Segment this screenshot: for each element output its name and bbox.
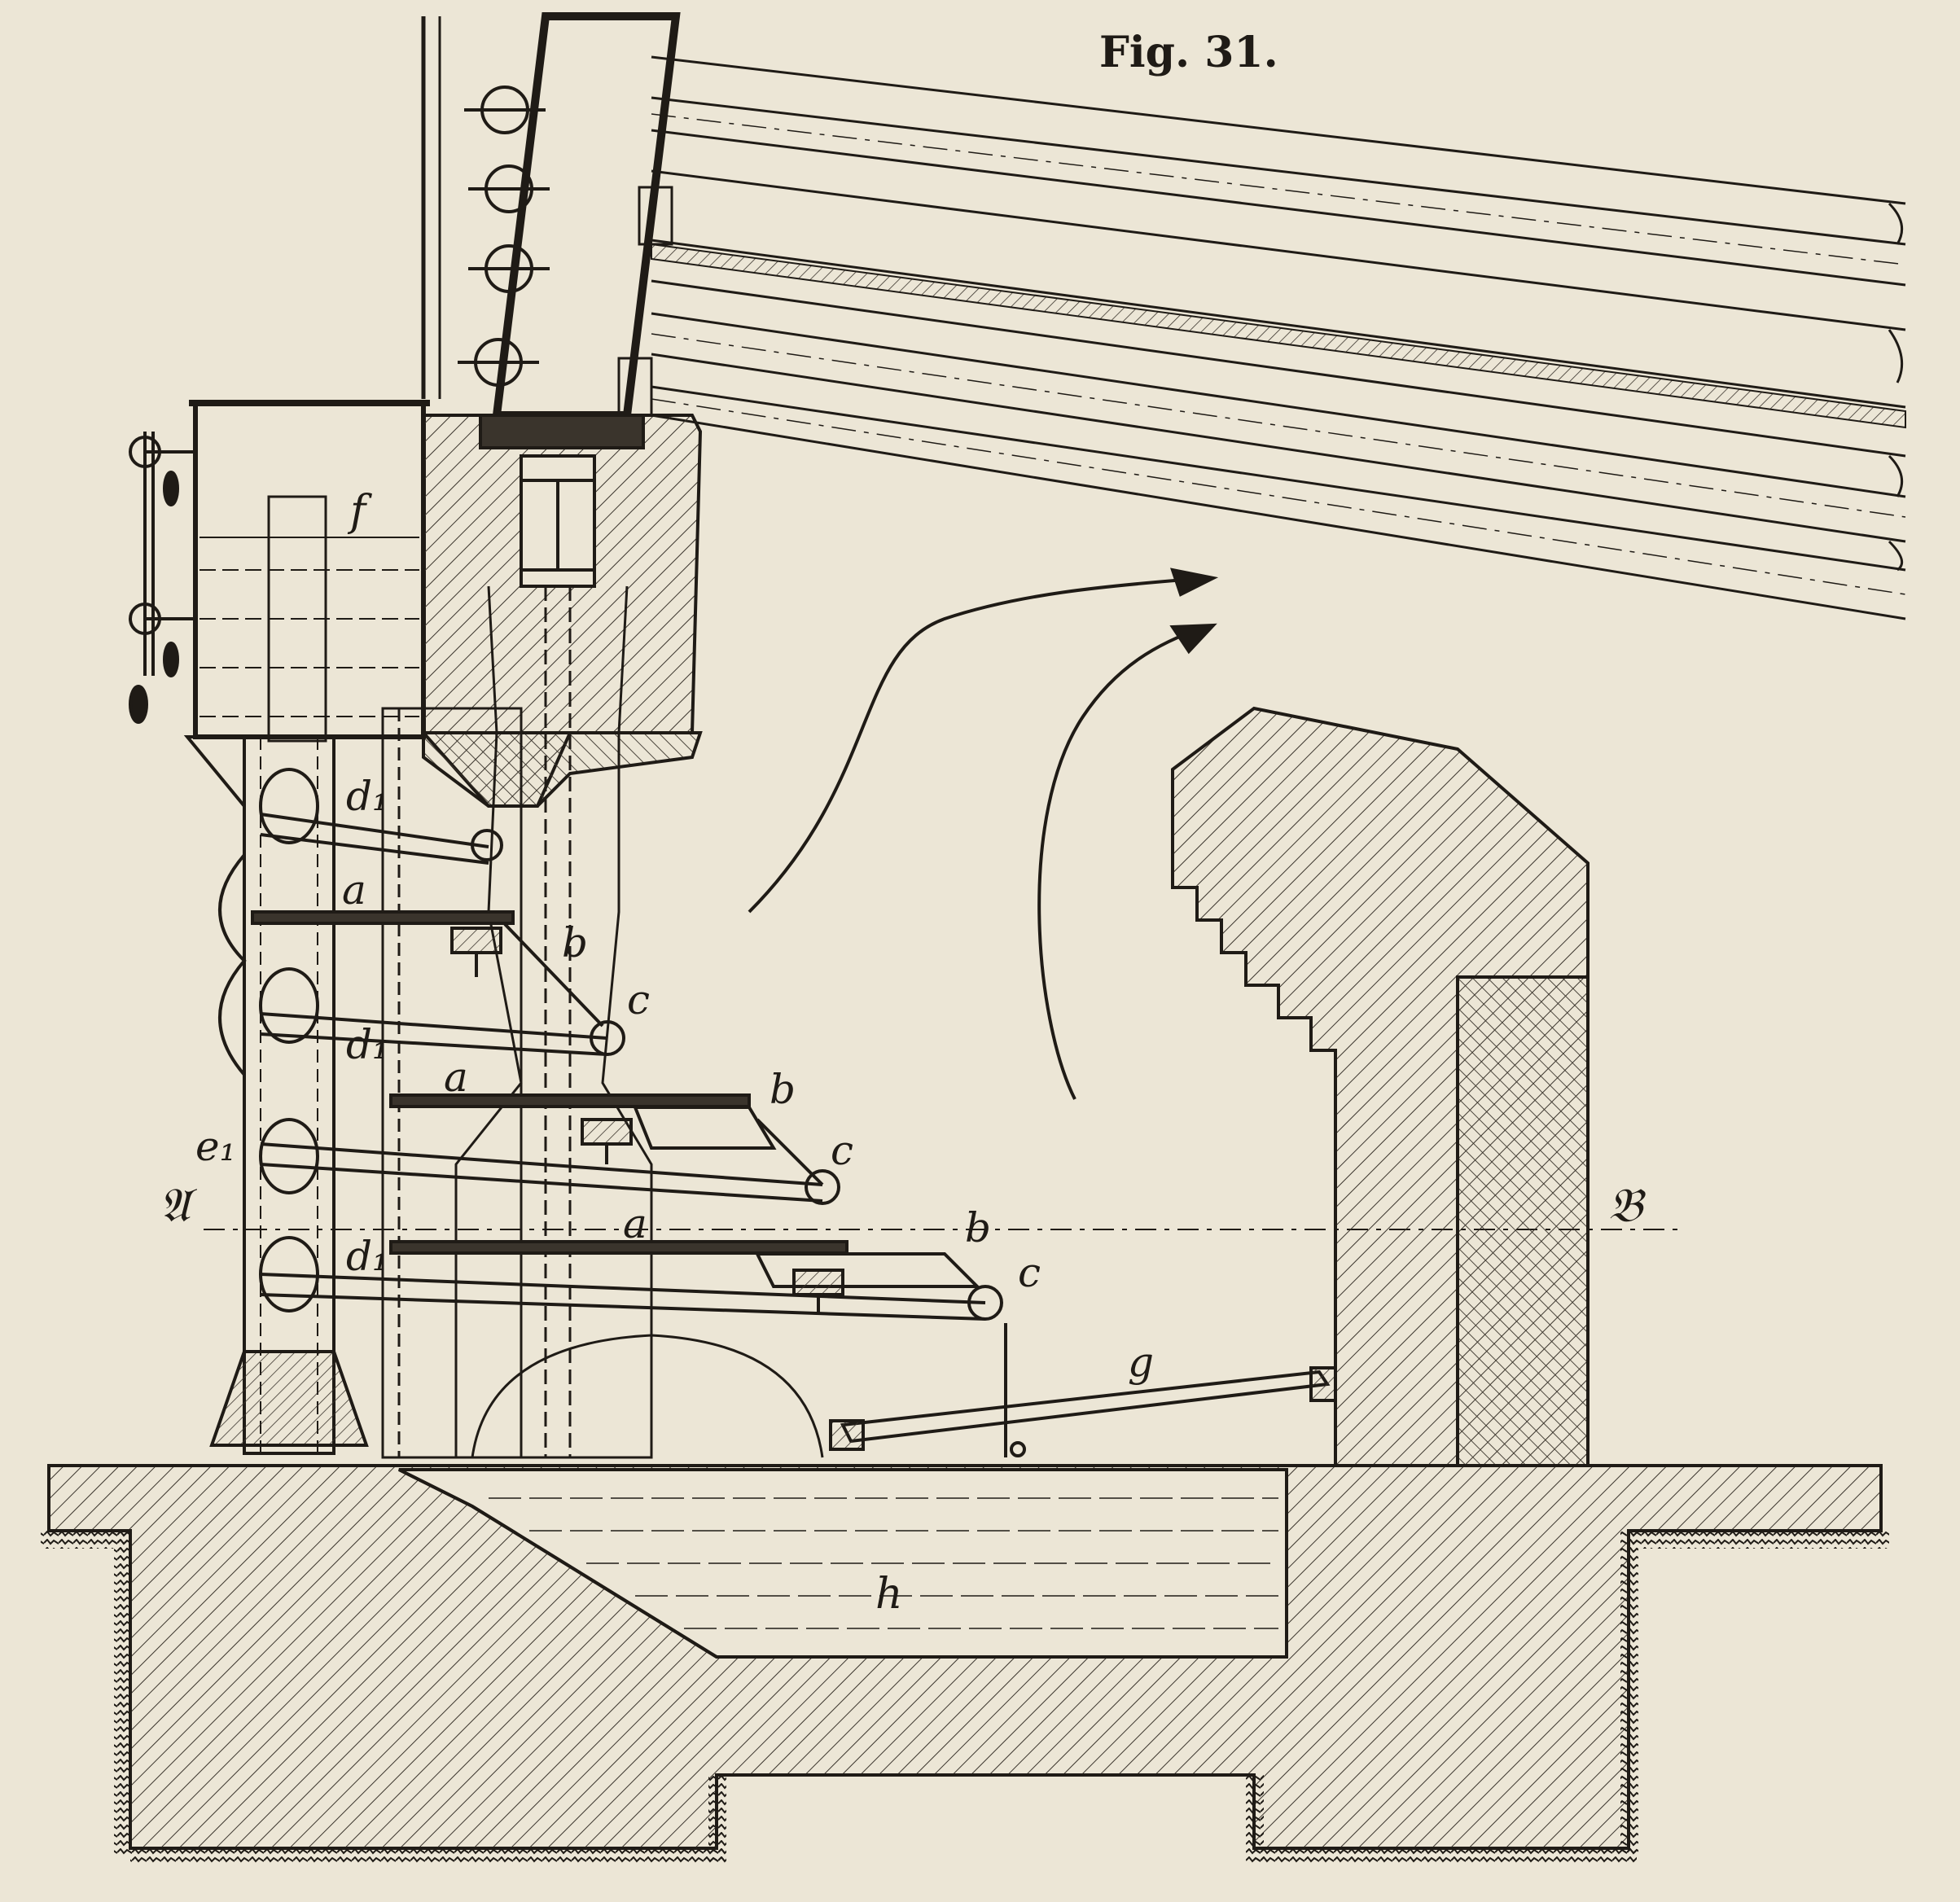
label-B: 𝔅	[1608, 1177, 1646, 1233]
figure-title: Fig. 31.	[1099, 28, 1278, 77]
ash-pit-h	[47, 1464, 1883, 1850]
water-tank-f	[189, 400, 430, 743]
grate-support-column	[381, 585, 824, 1459]
label-e1: e₁	[195, 1123, 236, 1170]
grate-step-top	[251, 813, 625, 1056]
dump-plate-g	[829, 1323, 1337, 1457]
label-b-mid: b	[770, 1066, 796, 1113]
label-c-low: c	[1018, 1249, 1041, 1296]
label-b-top: b	[562, 919, 588, 966]
bridge-wall-masonry	[1171, 706, 1589, 1467]
label-g: g	[1128, 1339, 1154, 1386]
furnace-front-masonry	[422, 414, 703, 808]
label-h: h	[875, 1570, 903, 1619]
label-d1-mid: d₁	[346, 1021, 388, 1068]
label-a-top: a	[342, 866, 366, 914]
front-frame-post	[183, 735, 369, 1455]
label-c-top: c	[627, 976, 650, 1023]
water-gauge	[129, 432, 195, 724]
label-a-mid: a	[444, 1054, 468, 1101]
label-A: 𝔄	[159, 1177, 198, 1233]
boiler-header	[421, 12, 681, 419]
gas-flow-arrows	[748, 568, 1219, 1100]
boiler-tube-bundle	[617, 55, 1906, 620]
ground-earth	[41, 1531, 1889, 1865]
label-a-low: a	[623, 1200, 647, 1247]
label-c-mid: c	[831, 1127, 853, 1174]
grate-step-middle	[260, 1093, 840, 1205]
label-b-low: b	[965, 1204, 991, 1251]
label-d1-top: d₁	[346, 773, 388, 820]
label-f: f	[347, 487, 372, 536]
grate-step-low	[260, 1240, 1003, 1321]
label-d1-low: d₁	[346, 1233, 388, 1280]
